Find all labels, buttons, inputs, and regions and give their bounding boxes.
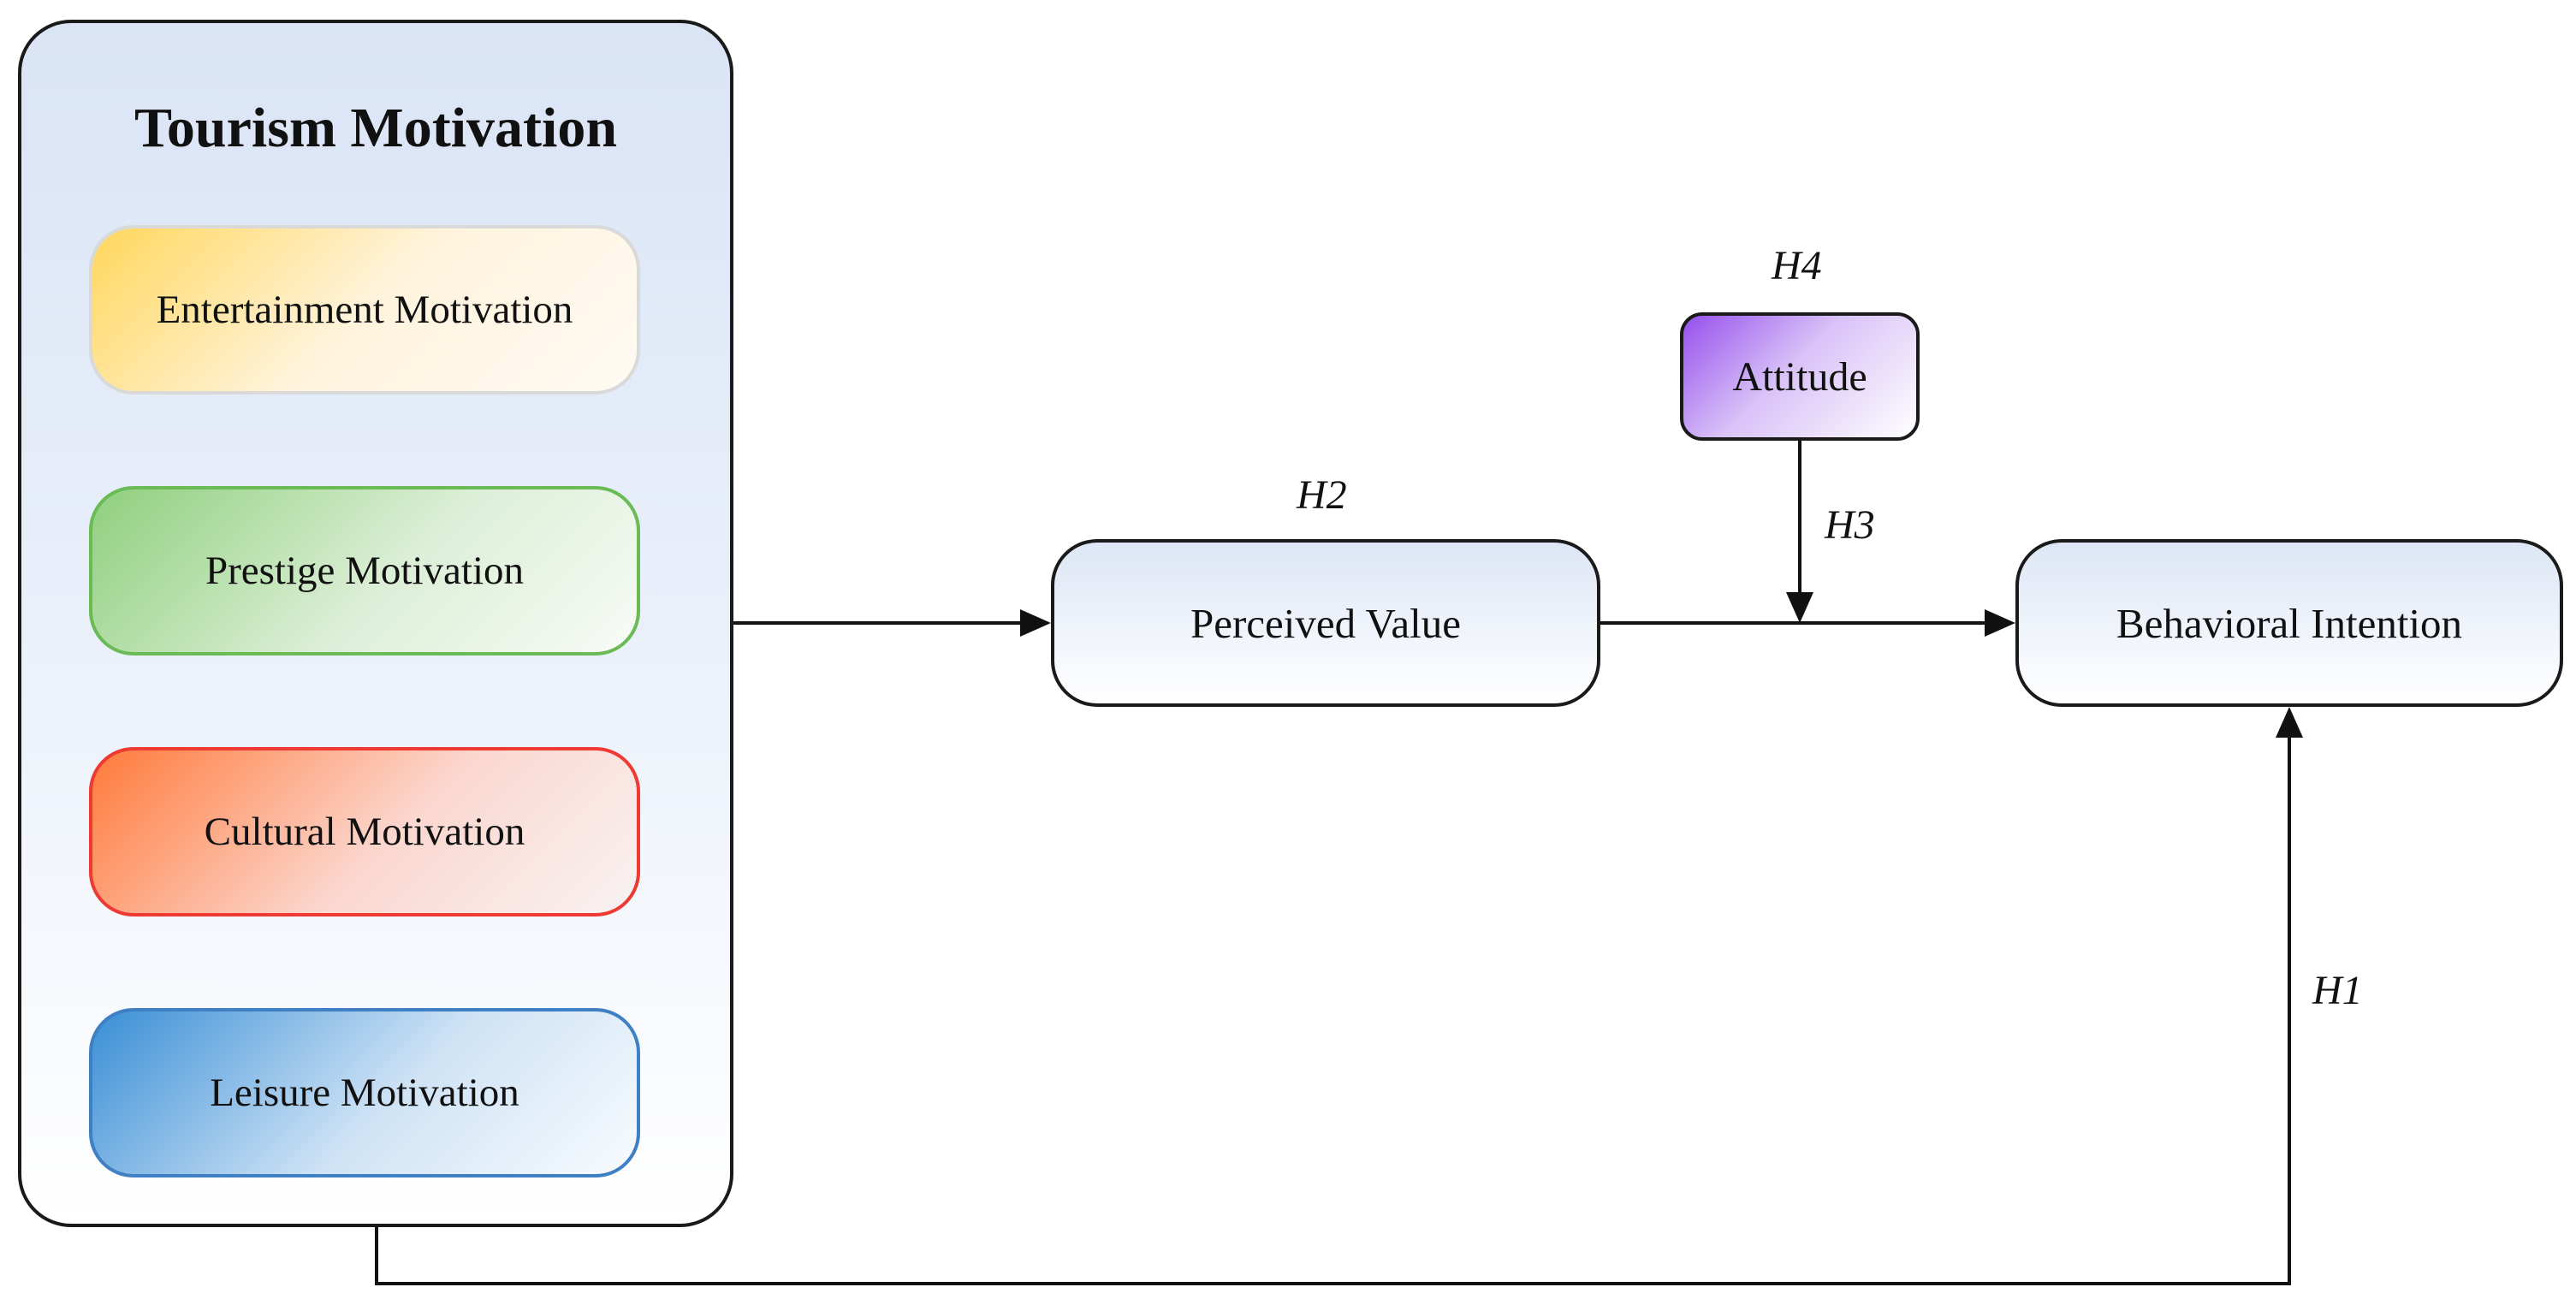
hypothesis-h2-label: H2 <box>1297 472 1347 518</box>
leisure-motivation-box: Leisure Motivation <box>89 1008 640 1177</box>
perceived-value-node: Perceived Value <box>1051 539 1600 707</box>
arrowhead-perceived-value-to-behavioral-intention <box>1985 609 2015 637</box>
arrowhead-attitude-moderation <box>1786 592 1813 623</box>
attitude-node: Attitude <box>1680 312 1920 441</box>
arrowhead-tourism-to-perceived-value <box>1020 609 1051 637</box>
tourism-motivation-title: Tourism Motivation <box>134 97 618 159</box>
hypothesis-h3-label: H3 <box>1825 502 1875 548</box>
cultural-motivation-box: Cultural Motivation <box>89 747 640 916</box>
behavioral-intention-node: Behavioral Intention <box>2015 539 2563 707</box>
prestige-motivation-box: Prestige Motivation <box>89 486 640 655</box>
arrowhead-tourism-to-behavioral-intention <box>2276 707 2303 738</box>
hypothesis-h1-label: H1 <box>2312 968 2363 1013</box>
hypothesis-h4-label: H4 <box>1772 243 1822 288</box>
entertainment-motivation-box: Entertainment Motivation <box>89 225 640 394</box>
arrow-tourism-to-behavioral-intention <box>375 732 2291 1285</box>
